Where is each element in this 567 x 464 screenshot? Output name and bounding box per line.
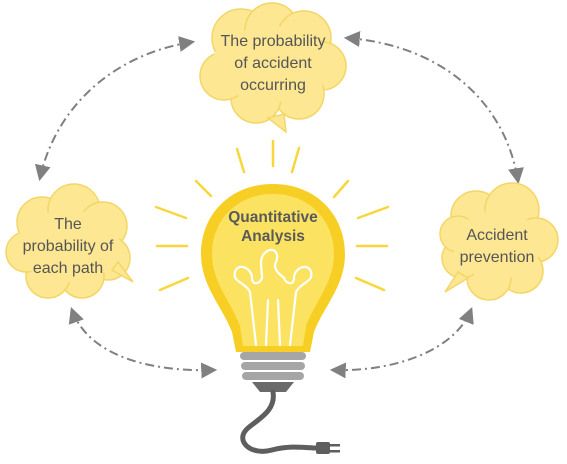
filament — [233, 248, 313, 347]
top-bubble-icon — [199, 2, 347, 134]
right-bubble-icon — [439, 182, 559, 301]
plug-icon — [316, 442, 340, 454]
left-bubble-line-2: probability of — [22, 238, 114, 255]
arrow-bottom-left — [68, 306, 218, 379]
bulb-glass-inner — [212, 194, 334, 346]
connector-arrows — [34, 30, 524, 379]
center-title-line-1: Quantitative — [228, 209, 318, 226]
center-title: Quantitative Analysis — [203, 208, 343, 246]
right-bubble-line-2: prevention — [459, 249, 535, 266]
top-bubble-line-2: of accident — [234, 55, 312, 72]
arrow-top-left — [34, 36, 196, 182]
light-bulb-icon — [201, 184, 345, 454]
left-bubble-text: The probability of each path — [3, 214, 133, 280]
arrow-bottom-right — [329, 307, 474, 379]
left-bubble-line-3: each path — [32, 260, 104, 277]
center-title-line-2: Analysis — [241, 228, 305, 245]
bulb-base — [240, 352, 306, 392]
left-bubble-icon — [5, 183, 134, 299]
left-bubble-line-1: The — [54, 216, 82, 233]
top-bubble-text: The probability of accident occurring — [198, 31, 348, 97]
right-bubble-text: Accident prevention — [437, 225, 557, 269]
right-bubble-line-1: Accident — [466, 227, 528, 244]
arrow-top-right — [343, 30, 524, 185]
light-rays — [154, 139, 390, 292]
top-bubble-line-3: occurring — [240, 77, 306, 94]
power-cord — [240, 389, 321, 454]
top-bubble-line-1: The probability — [220, 33, 326, 50]
